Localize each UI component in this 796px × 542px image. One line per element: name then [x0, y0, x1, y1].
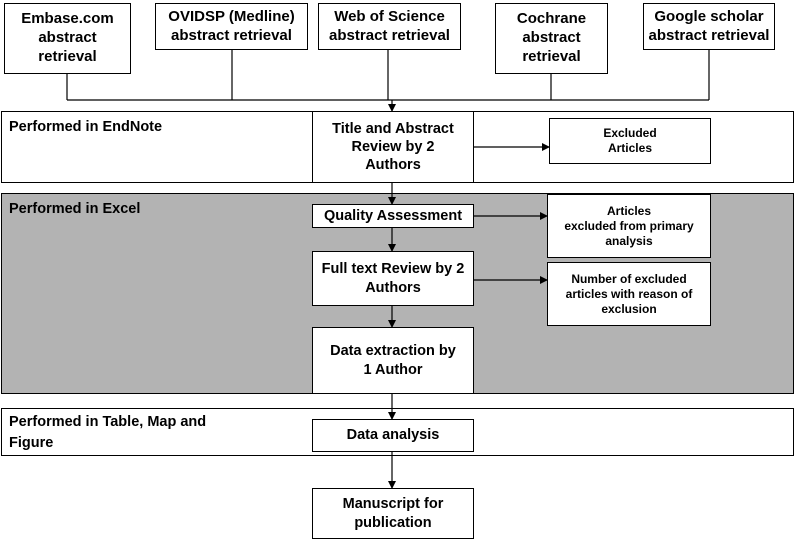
step-full-text-review: Full text Review by 2 Authors	[312, 251, 474, 306]
source-google-scholar: Google scholar abstract retrieval	[643, 3, 775, 50]
step-data-extraction: Data extraction by 1 Author	[312, 327, 474, 394]
excluded-articles: Excluded Articles	[549, 118, 711, 164]
step-manuscript: Manuscript for publication	[312, 488, 474, 539]
step-quality-assessment: Quality Assessment	[312, 204, 474, 228]
excluded-from-primary-analysis: Articles excluded from primary analysis	[547, 194, 711, 258]
excluded-with-reason: Number of excluded articles with reason …	[547, 262, 711, 326]
source-web-of-science: Web of Science abstract retrieval	[318, 3, 461, 50]
source-ovidsp: OVIDSP (Medline) abstract retrieval	[155, 3, 308, 50]
source-cochrane: Cochrane abstract retrieval	[495, 3, 608, 74]
step-data-analysis: Data analysis	[312, 419, 474, 452]
source-embase: Embase.com abstract retrieval	[4, 3, 131, 74]
band-label-excel: Performed in Excel	[9, 201, 141, 217]
band-label-endnote: Performed in EndNote	[9, 119, 163, 135]
step-title-abstract-review: Title and Abstract Review by 2 Authors	[312, 111, 474, 183]
band-label-table: Performed in Table, Map and Figure	[9, 414, 207, 452]
